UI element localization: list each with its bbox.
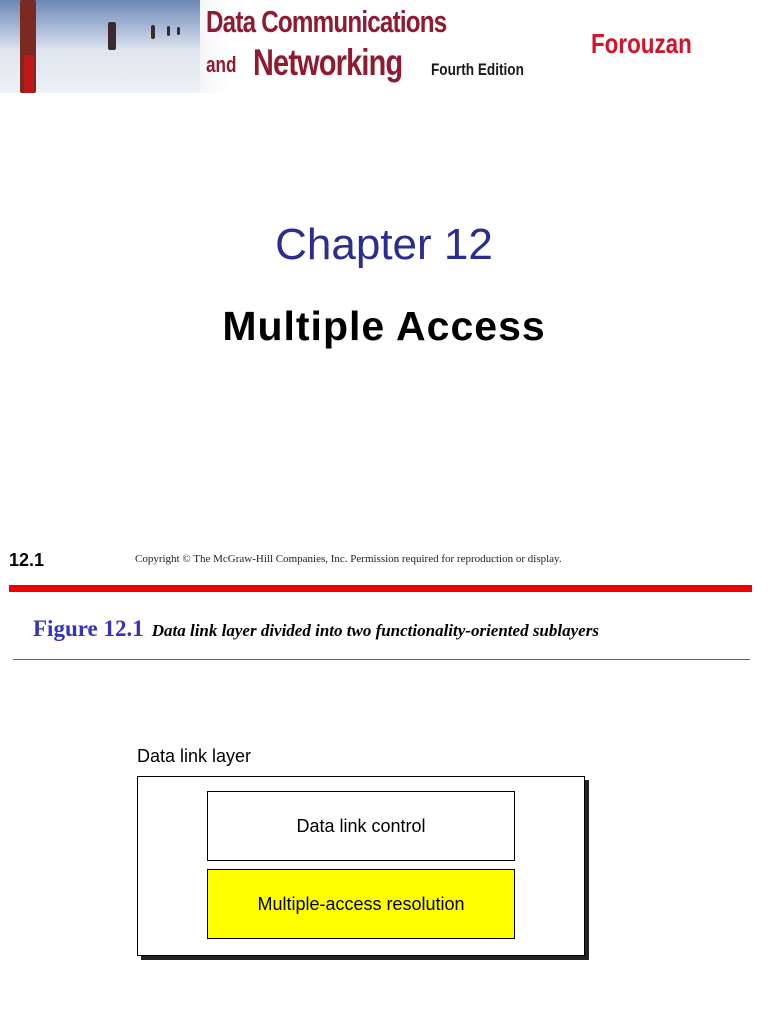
book-author: Forouzan (591, 28, 692, 59)
data-link-control-label: Data link control (296, 815, 426, 836)
figure-divider (13, 659, 750, 660)
multiple-access-resolution-label: Multiple-access resolution (257, 893, 465, 914)
mountain-climbers-photo (0, 0, 200, 93)
data-link-layer-label: Data link layer (137, 746, 252, 766)
copyright-notice: Copyright © The McGraw-Hill Companies, I… (135, 553, 562, 565)
chapter-subtitle: Multiple Access (222, 303, 546, 349)
book-title-and: and (206, 52, 237, 77)
figure-caption: Data link layer divided into two functio… (151, 621, 599, 640)
figure-number: Figure 12.1 (33, 616, 144, 641)
figure-heading: Figure 12.1 Data link layer divided into … (33, 616, 599, 642)
book-title-networking: Networking (253, 42, 403, 83)
multiple-access-resolution-box: Multiple-access resolution (207, 869, 515, 939)
data-link-control-box: Data link control (207, 791, 515, 861)
chapter-title: Chapter 12 (275, 220, 493, 269)
book-title-line1: Data Communications (206, 4, 447, 39)
book-edition: Fourth Edition (431, 60, 524, 79)
slide-number: 12.1 (9, 550, 45, 570)
slide-separator (9, 585, 752, 592)
book-banner: Data Communications and Networking Fourt… (0, 0, 768, 93)
